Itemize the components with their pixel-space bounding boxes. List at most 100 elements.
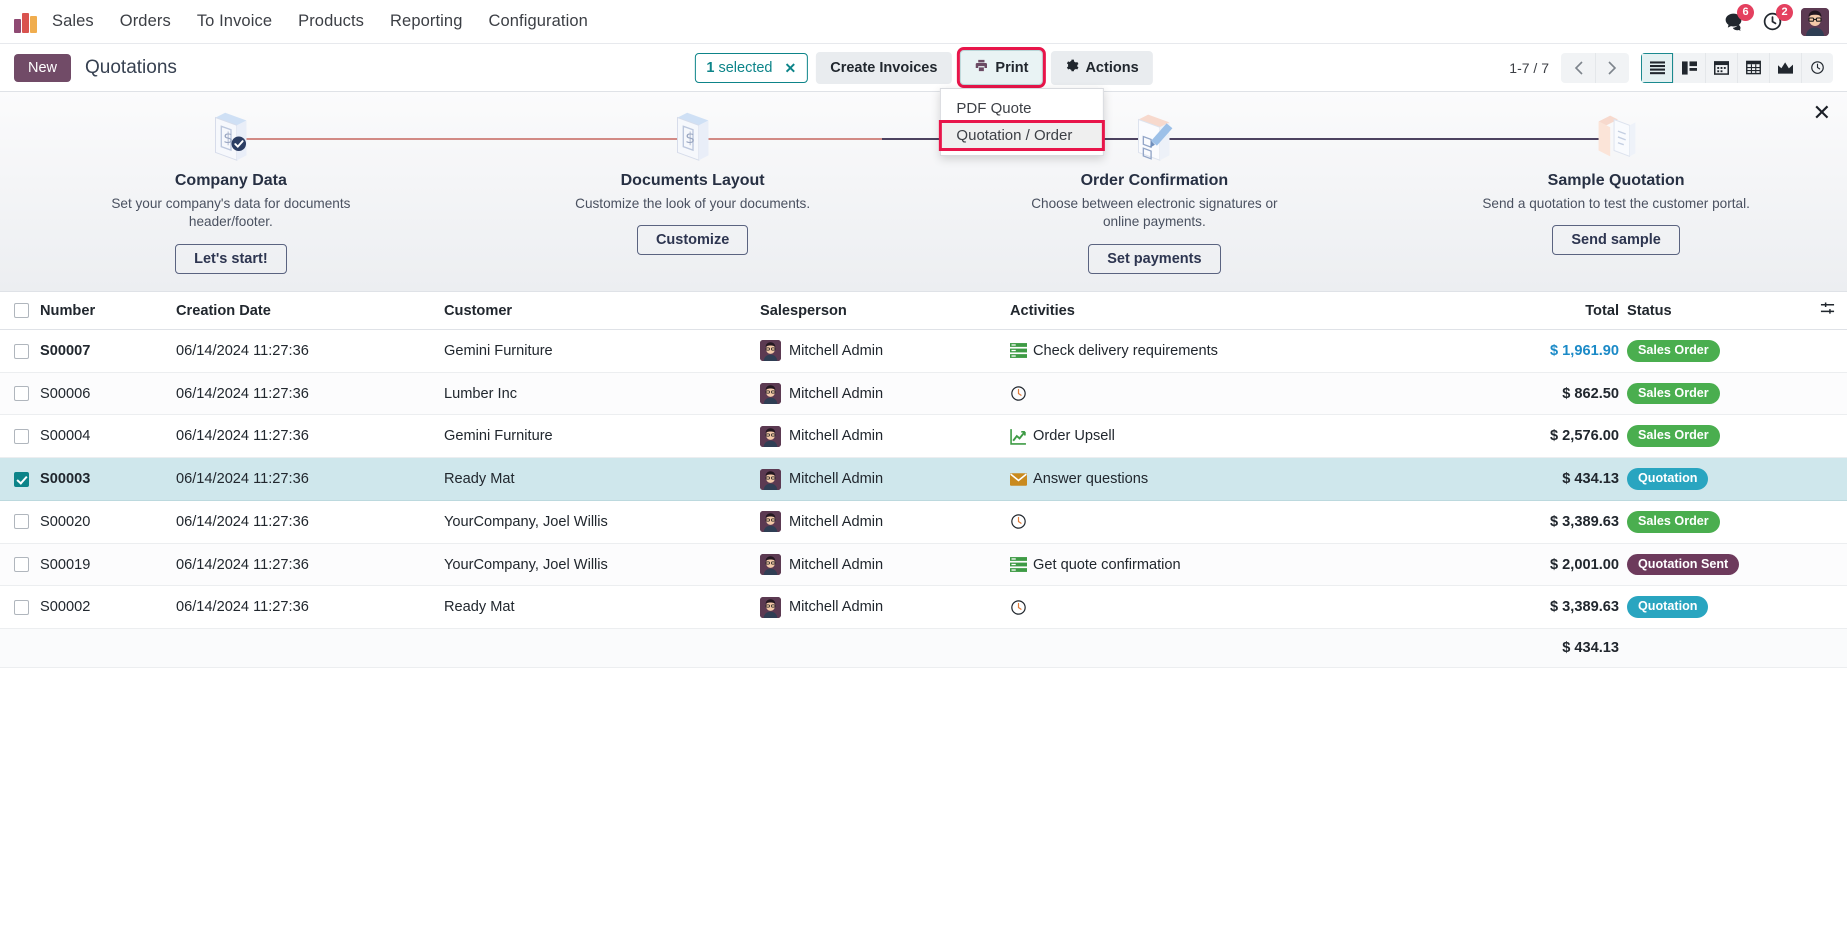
printer-icon xyxy=(973,58,988,77)
nav-menu-products[interactable]: Products xyxy=(298,12,365,30)
salesperson-avatar xyxy=(760,596,781,618)
column-header-creation-date[interactable]: Creation Date xyxy=(176,292,444,330)
row-checkbox[interactable] xyxy=(14,514,29,530)
create-invoices-button[interactable]: Create Invoices xyxy=(816,51,952,84)
close-icon[interactable]: ✕ xyxy=(1812,100,1831,125)
cell-activities[interactable]: Get quote confirmation xyxy=(1010,543,1477,587)
avatar[interactable] xyxy=(1801,7,1829,36)
cell-activities[interactable] xyxy=(1010,500,1477,544)
lets-start-button[interactable]: Let's start! xyxy=(175,243,287,274)
kanban-icon xyxy=(1682,60,1697,75)
print-button[interactable]: Print xyxy=(956,47,1046,88)
actions-button[interactable]: Actions xyxy=(1050,50,1153,85)
table-footer: $ 434.13 xyxy=(0,628,1847,669)
onboarding-step-sample-quotation: Sample Quotation Send a quotation to tes… xyxy=(1385,92,1847,291)
table-row[interactable]: S00019 06/14/2024 11:27:36 YourCompany, … xyxy=(0,543,1847,587)
view-button-graph[interactable] xyxy=(1769,52,1801,83)
column-header-activities[interactable]: Activities xyxy=(1010,292,1477,330)
table-row[interactable]: S00020 06/14/2024 11:27:36 YourCompany, … xyxy=(0,500,1847,544)
print-dropdown-wrapper: Print PDF Quote Quotation / Order xyxy=(938,47,1105,156)
odoo-logo-icon[interactable] xyxy=(14,11,40,33)
onboarding-step-documents-layout: $ Documents Layout Customize the look of… xyxy=(462,92,924,291)
cell-status: Sales Order xyxy=(1627,372,1807,416)
row-checkbox[interactable] xyxy=(14,599,29,615)
nav-menu-orders[interactable]: Orders xyxy=(119,12,171,30)
chevron-right-icon xyxy=(1608,60,1617,75)
column-header-status[interactable]: Status xyxy=(1627,292,1807,330)
clock-icon xyxy=(1011,600,1026,615)
table-row[interactable]: S00004 06/14/2024 11:27:36 Gemini Furnit… xyxy=(0,414,1847,459)
send-sample-button[interactable]: Send sample xyxy=(1552,225,1680,256)
optional-columns-toggle[interactable] xyxy=(1807,292,1847,330)
selection-chip[interactable]: 1 selected ✕ xyxy=(694,52,809,83)
table-row[interactable]: S00007 06/14/2024 11:27:36 Gemini Furnit… xyxy=(0,329,1847,373)
cell-creation-date: 06/14/2024 11:27:36 xyxy=(176,585,444,630)
row-checkbox[interactable] xyxy=(14,557,29,573)
cell-activities[interactable]: Check delivery requirements xyxy=(1010,329,1477,373)
nav-menu-to-invoice[interactable]: To Invoice xyxy=(196,12,273,30)
connector-segment-left xyxy=(240,138,883,140)
pager-count: 1-7 / 7 xyxy=(1509,59,1549,76)
cell-activities[interactable] xyxy=(1010,585,1477,630)
nav-menu-reporting[interactable]: Reporting xyxy=(390,12,463,30)
row-number-text: S00004 xyxy=(40,428,91,445)
connector-segment-right xyxy=(882,138,1607,140)
activities-menu[interactable]: 2 xyxy=(1762,4,1793,32)
column-header-number[interactable]: Number xyxy=(40,292,176,330)
row-checkbox-cell xyxy=(0,500,40,544)
nav-menu-configuration[interactable]: Configuration xyxy=(488,12,588,30)
menu-item-quotation-order[interactable]: Quotation / Order xyxy=(938,120,1105,151)
column-header-total[interactable]: Total xyxy=(1477,292,1627,330)
new-button[interactable]: New xyxy=(14,53,72,82)
view-button-calendar[interactable] xyxy=(1705,52,1737,83)
pager-previous-button[interactable] xyxy=(1561,52,1595,83)
menu-item-pdf-quote[interactable]: PDF Quote xyxy=(956,100,1032,117)
view-button-list[interactable] xyxy=(1641,52,1673,83)
onboarding-step-company-data: $ Company Data Set your company's data f… xyxy=(0,92,462,291)
cell-salesperson: Mitchell Admin xyxy=(760,329,1010,373)
salesperson-name: Mitchell Admin xyxy=(789,342,884,359)
checkbox-icon[interactable] xyxy=(14,303,29,319)
table-row[interactable]: S00002 06/14/2024 11:27:36 Ready Mat Mit… xyxy=(0,585,1847,630)
print-button-label: Print xyxy=(995,59,1029,76)
salesperson-name: Mitchell Admin xyxy=(789,471,884,488)
total-amount: $ 862.50 xyxy=(1562,385,1619,402)
row-checkbox[interactable] xyxy=(14,471,29,487)
status-badge: Sales Order xyxy=(1627,510,1720,533)
close-icon[interactable]: ✕ xyxy=(784,59,797,76)
cell-activities[interactable] xyxy=(1010,372,1477,416)
row-number-text: S00003 xyxy=(40,471,91,488)
table-row[interactable]: S00006 06/14/2024 11:27:36 Lumber Inc Mi… xyxy=(0,372,1847,416)
view-button-pivot[interactable] xyxy=(1737,52,1769,83)
cell-customer: Gemini Furniture xyxy=(444,329,760,373)
column-header-salesperson[interactable]: Salesperson xyxy=(760,292,1010,330)
messages-menu[interactable]: 6 xyxy=(1723,4,1754,32)
clock-icon xyxy=(1811,61,1824,74)
pager-next-button[interactable] xyxy=(1595,52,1629,83)
messages-badge: 6 xyxy=(1737,4,1754,21)
cell-total: $ 862.50 xyxy=(1477,372,1627,416)
set-payments-button[interactable]: Set payments xyxy=(1088,243,1221,274)
checklist-pen-icon xyxy=(1123,104,1185,166)
view-button-kanban[interactable] xyxy=(1673,52,1705,83)
list-empty-area xyxy=(0,668,1847,869)
step-title: Sample Quotation xyxy=(1547,172,1685,189)
cell-number: S00019 xyxy=(40,543,176,587)
cell-spacer xyxy=(1807,543,1847,587)
cell-spacer xyxy=(1807,414,1847,459)
nav-app-sales[interactable]: Sales xyxy=(52,12,94,30)
cell-creation-date: 06/14/2024 11:27:36 xyxy=(176,329,444,373)
table-row[interactable]: S00003 06/14/2024 11:27:36 Ready Mat Mit… xyxy=(0,457,1847,501)
customize-button[interactable]: Customize xyxy=(636,225,749,256)
row-checkbox[interactable] xyxy=(14,428,29,444)
view-button-activity[interactable] xyxy=(1801,52,1833,83)
row-checkbox[interactable] xyxy=(14,343,29,359)
selection-word: selected xyxy=(718,59,773,76)
cell-activities[interactable]: Answer questions xyxy=(1010,457,1477,501)
column-header-customer[interactable]: Customer xyxy=(444,292,760,330)
row-checkbox[interactable] xyxy=(14,386,29,402)
cell-creation-date: 06/14/2024 11:27:36 xyxy=(176,372,444,416)
cell-activities[interactable]: Order Upsell xyxy=(1010,414,1477,459)
envelope-icon xyxy=(1010,472,1027,486)
cell-customer: Gemini Furniture xyxy=(444,414,760,459)
